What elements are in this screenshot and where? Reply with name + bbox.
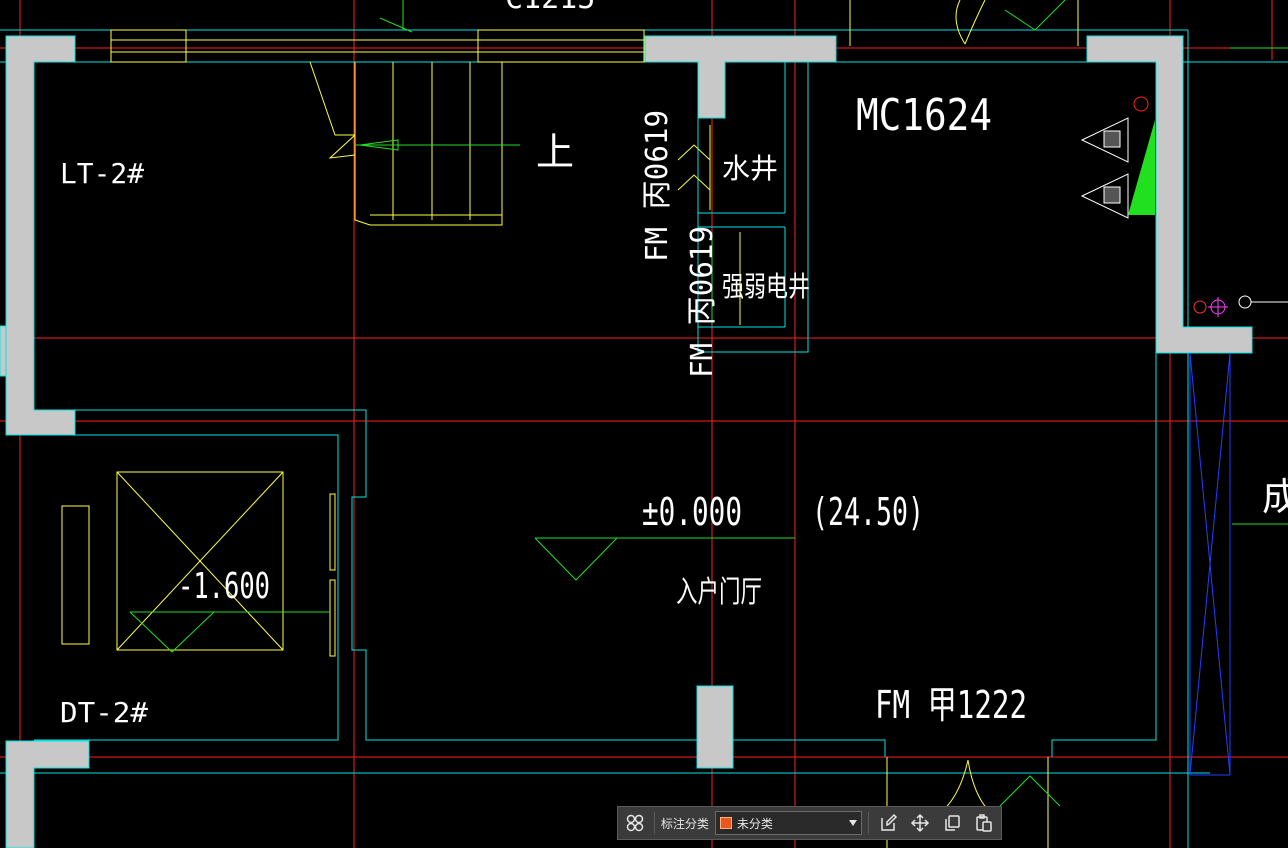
paste-icon[interactable] [971, 810, 997, 836]
edit-icon[interactable] [875, 810, 901, 836]
curtain-wall [1189, 352, 1231, 776]
stair-up-label: 上 [536, 130, 574, 174]
category-select-value: 未分类 [736, 816, 773, 831]
door-tag-fm1: FM 丙0619 [640, 110, 675, 262]
elec-shaft-label: 强弱电井 [722, 270, 810, 303]
sensor-circle [1133, 96, 1149, 112]
right-cut-label: 成 [1262, 475, 1288, 519]
category-color-swatch [719, 817, 732, 829]
toolbar-divider [653, 812, 655, 834]
category-label: 标注分类 [660, 816, 709, 831]
fire-hydrant [1080, 117, 1129, 219]
windows [110, 29, 645, 63]
concrete-walls [0, 35, 1253, 848]
elevation-absolute: (24.50) [812, 490, 924, 534]
elevator-tag-dt2: DT-2# [60, 696, 148, 729]
elevation-pit: -1.600 [178, 566, 270, 607]
room-name-hall: 入户门厅 [676, 575, 762, 610]
water-shaft-label: 水井 [722, 152, 778, 185]
stair-arrow [355, 139, 520, 151]
shaft-doors [677, 125, 741, 325]
window-tag-top: C1215 [505, 0, 595, 16]
top-arrows [379, 0, 1288, 49]
top-door [849, 0, 1079, 46]
category-select[interactable]: 未分类 [714, 811, 863, 835]
hydrant-box-fill [1128, 120, 1155, 215]
hall-elev-mark [534, 537, 795, 581]
chevron-down-icon [849, 820, 858, 826]
entrance-arrow [999, 775, 1061, 807]
annotation-toolbar: 标注分类 未分类 [617, 806, 1002, 840]
door-tag-fm-main: FM 甲1222 [875, 683, 1027, 727]
stair-tag-lt2: LT-2# [60, 157, 144, 190]
elevator-car [61, 471, 336, 657]
door-tag-fm2: FM 丙0619 [685, 226, 720, 378]
group-icon[interactable] [622, 810, 648, 836]
copy-icon[interactable] [939, 810, 965, 836]
pit-elev-mark [129, 611, 330, 653]
elevation-main: ±0.000 [642, 490, 742, 534]
toolbar-divider [868, 812, 870, 834]
pipe-symbols [1193, 295, 1288, 317]
window-tag-mc1624: MC1624 [856, 90, 992, 141]
move-icon[interactable] [907, 810, 933, 836]
